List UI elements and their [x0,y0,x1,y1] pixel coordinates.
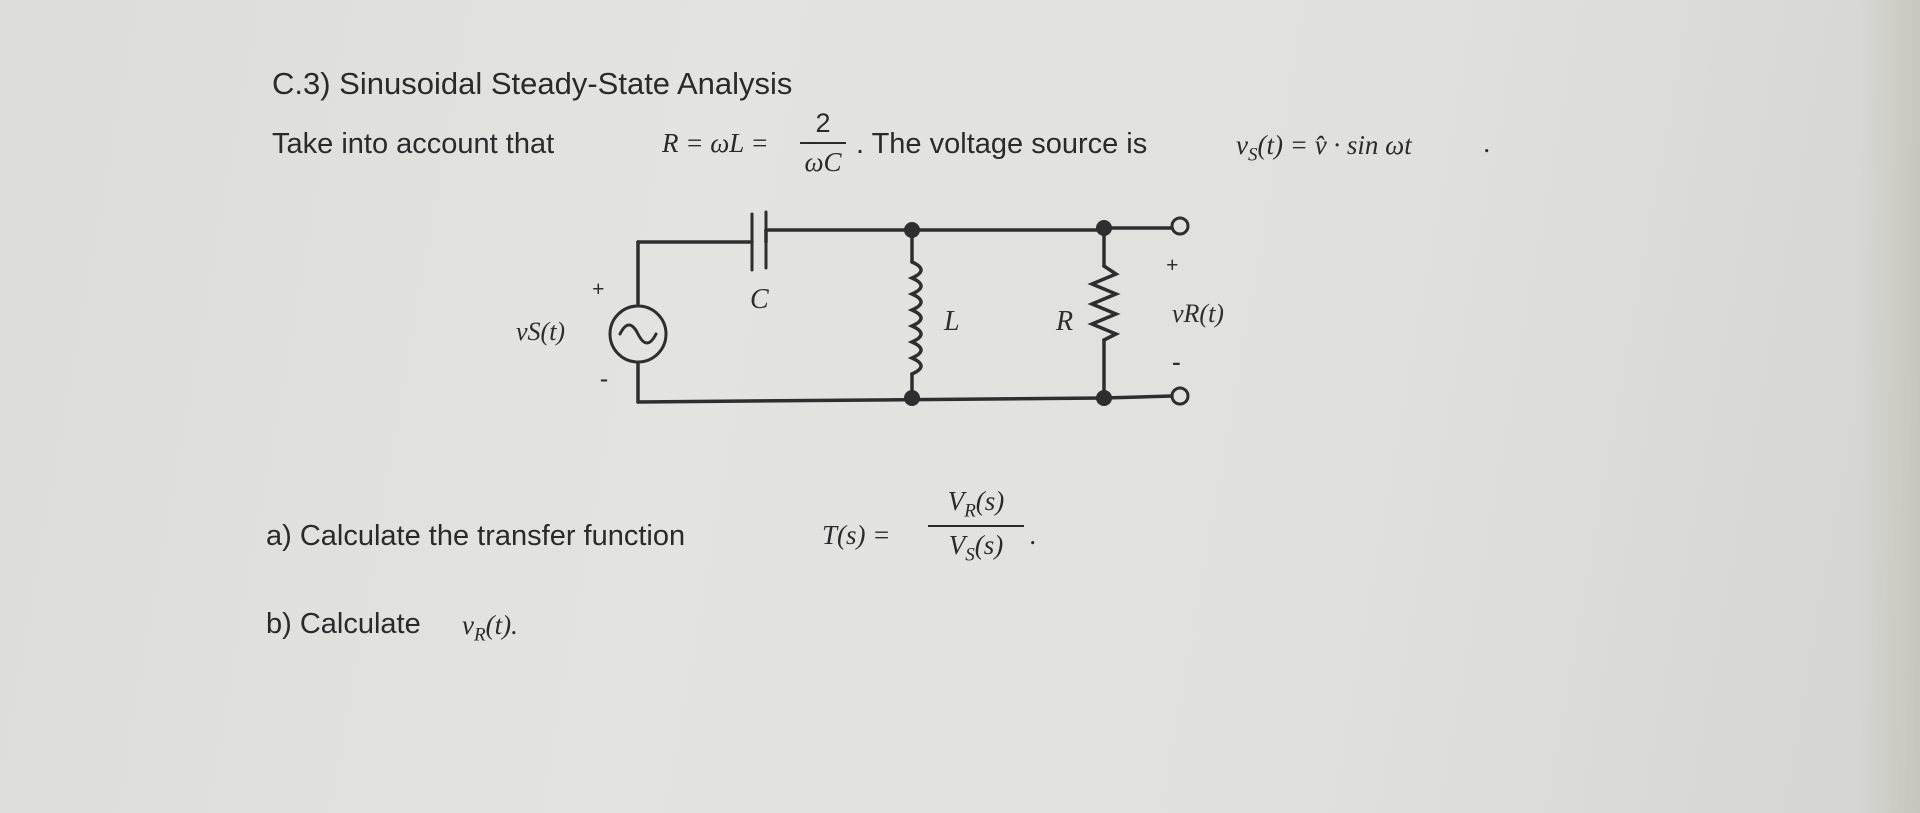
source-rhs: (t) = v̂ · sin ωt [1257,130,1412,160]
question-b-text: b) Calculate [266,608,421,640]
fraction-bar [928,525,1024,528]
intro-middle: . The voltage source is [856,128,1148,160]
output-terminal-bottom [1170,386,1190,406]
intro-fraction-numerator: 2 [815,108,831,138]
intro-fraction: 2 ωC [800,108,846,178]
inductor-coil [907,260,923,376]
output-minus-sign: - [1172,347,1181,376]
intro-end: . [1484,128,1491,158]
numerator-symbol: V [947,486,965,516]
denominator-symbol: V [948,530,966,561]
wire-bottom-to-terminal [1102,394,1174,400]
denominator-argument: (s) [974,530,1004,561]
intro-prefix: Take into account that [272,128,555,160]
denominator-subscript: S [965,544,975,566]
capacitor-label: C [750,284,769,315]
junction-dot [904,390,920,406]
vr-subscript: R [473,624,486,646]
numerator-subscript: R [964,500,976,522]
source-plus-sign: + [592,276,605,301]
junction-dot [1096,220,1112,236]
question-a-text: a) Calculate the transfer function [266,520,686,552]
vr-argument: (t) [485,610,512,640]
source-sine [618,323,658,345]
intro-fraction-denominator: ωC [804,147,842,177]
intro-relation: R = ωL = [662,128,769,158]
resistor-label: R [1055,306,1073,337]
transfer-numerator: VR(s) [948,486,1005,522]
source-symbol: v [1236,130,1248,160]
question-a-end: . [1030,520,1037,550]
output-label: vR(t) [1172,299,1224,328]
vr-symbol: v [462,610,474,640]
question-b-end: . [511,610,518,640]
source-subscript: S [1247,144,1258,166]
source-circle [608,304,668,364]
transfer-function-fraction: VR(s) VS(s) [928,486,1024,567]
fraction-bar [800,142,846,144]
transfer-denominator: VS(s) [949,530,1004,566]
source-minus-sign: - [600,366,608,392]
resistor-zigzag [1087,264,1121,342]
output-plus-sign: + [1166,252,1179,277]
junction-dot [904,222,920,238]
transfer-function-lhs: T(s) = [822,520,891,550]
numerator-argument: (s) [975,486,1005,516]
junction-dot [1096,390,1112,406]
inductor-label: L [943,306,960,337]
source-label: vS(t) [516,317,565,346]
question-b-expression: vR(t). [462,610,518,646]
wire-bottom [636,396,1106,404]
output-terminal-top [1170,216,1190,236]
source-expression: vS(t) = v̂ · sin ωt [1236,130,1412,166]
problem-heading: C.3) Sinusoidal Steady-State Analysis [272,66,793,101]
